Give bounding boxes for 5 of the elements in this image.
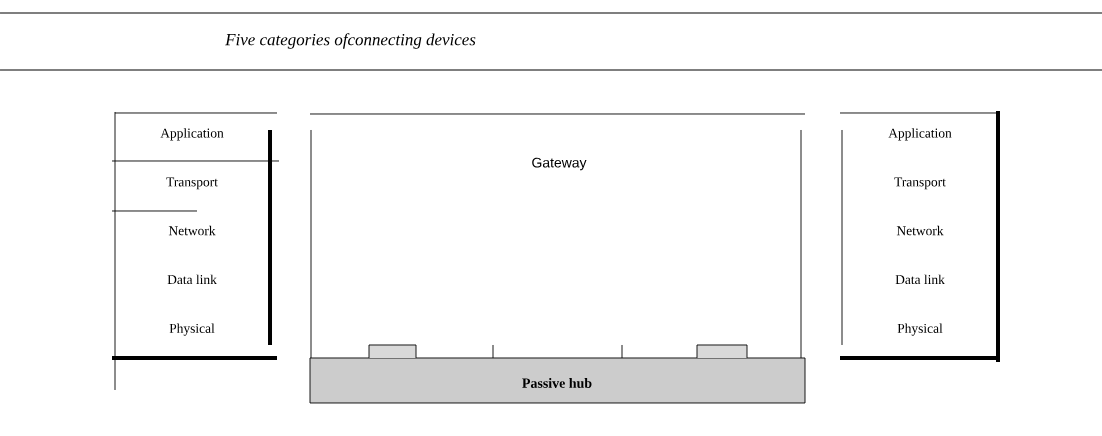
protocol-stack: Application Transport Network Data link Physical — [111, 111, 280, 391]
device-box: Gateway — [309, 113, 806, 359]
title: Five categories ofconnecting devices — [225, 33, 476, 49]
hub-bar: Passive hub — [309, 357, 806, 404]
protocol-stack: Application Transport Network Data link Physical — [839, 111, 1000, 362]
